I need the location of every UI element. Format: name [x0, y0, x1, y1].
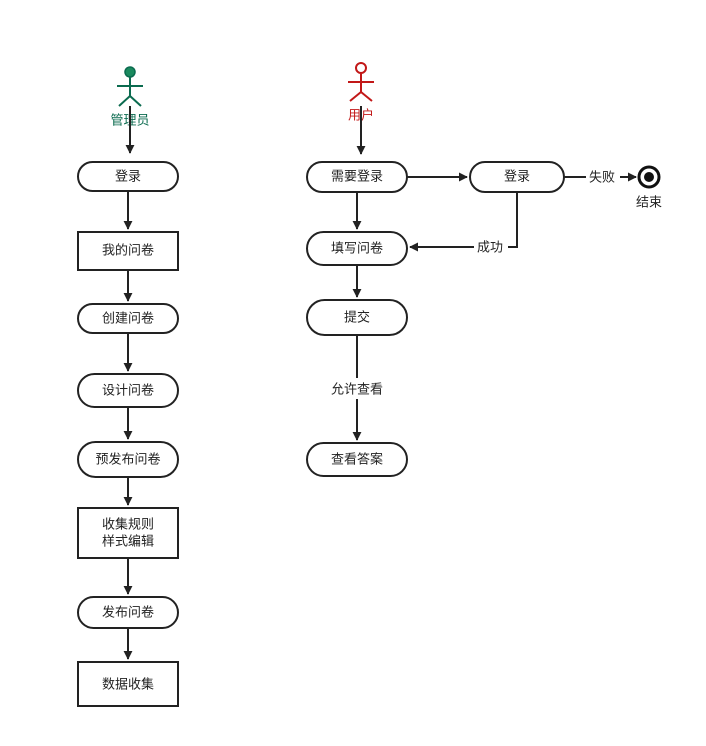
node-design-survey: 设计问卷	[77, 373, 179, 408]
edge-label-success: 成功	[477, 241, 503, 256]
node-publish-survey: 发布问卷	[77, 596, 179, 629]
node-submit-label: 提交	[344, 310, 370, 326]
end-state-icon	[637, 165, 661, 189]
node-admin-login-label: 登录	[115, 170, 141, 185]
node-design-survey-label: 设计问卷	[102, 383, 154, 399]
node-need-login: 需要登录	[306, 161, 408, 193]
node-rules-line2: 样式编辑	[102, 535, 154, 550]
node-rules-line1: 收集规则	[102, 517, 154, 533]
user-actor-icon	[348, 62, 374, 102]
node-rules-style: 收集规则 样式编辑	[77, 507, 179, 559]
node-data-collection-label: 数据收集	[102, 677, 154, 693]
node-admin-login: 登录	[77, 161, 179, 192]
node-publish-survey-label: 发布问卷	[102, 605, 154, 621]
edge-label-fail: 失败	[589, 171, 615, 186]
node-view-answers-label: 查看答案	[331, 452, 383, 468]
node-my-surveys: 我的问卷	[77, 231, 179, 271]
node-user-login: 登录	[469, 161, 565, 193]
node-my-surveys-label: 我的问卷	[102, 243, 154, 259]
edge-label-success-bg	[474, 239, 508, 256]
node-create-survey: 创建问卷	[77, 303, 179, 334]
node-submit: 提交	[306, 299, 408, 336]
edge-label-allow-view: 允许查看	[331, 382, 383, 398]
end-state-label: 结束	[636, 196, 662, 211]
node-fill-survey: 填写问卷	[306, 231, 408, 266]
admin-actor-icon	[117, 66, 143, 107]
edge-login-to-fill	[409, 192, 518, 252]
node-prepublish-survey-label: 预发布问卷	[95, 452, 160, 468]
node-prepublish-survey: 预发布问卷	[77, 441, 179, 478]
node-create-survey-label: 创建问卷	[102, 311, 154, 327]
node-data-collection: 数据收集	[77, 661, 179, 707]
node-fill-survey-label: 填写问卷	[331, 241, 383, 257]
node-user-login-label: 登录	[504, 170, 530, 185]
edge-label-fail-bg	[586, 169, 620, 186]
node-view-answers: 查看答案	[306, 442, 408, 477]
node-need-login-label: 需要登录	[331, 170, 383, 185]
